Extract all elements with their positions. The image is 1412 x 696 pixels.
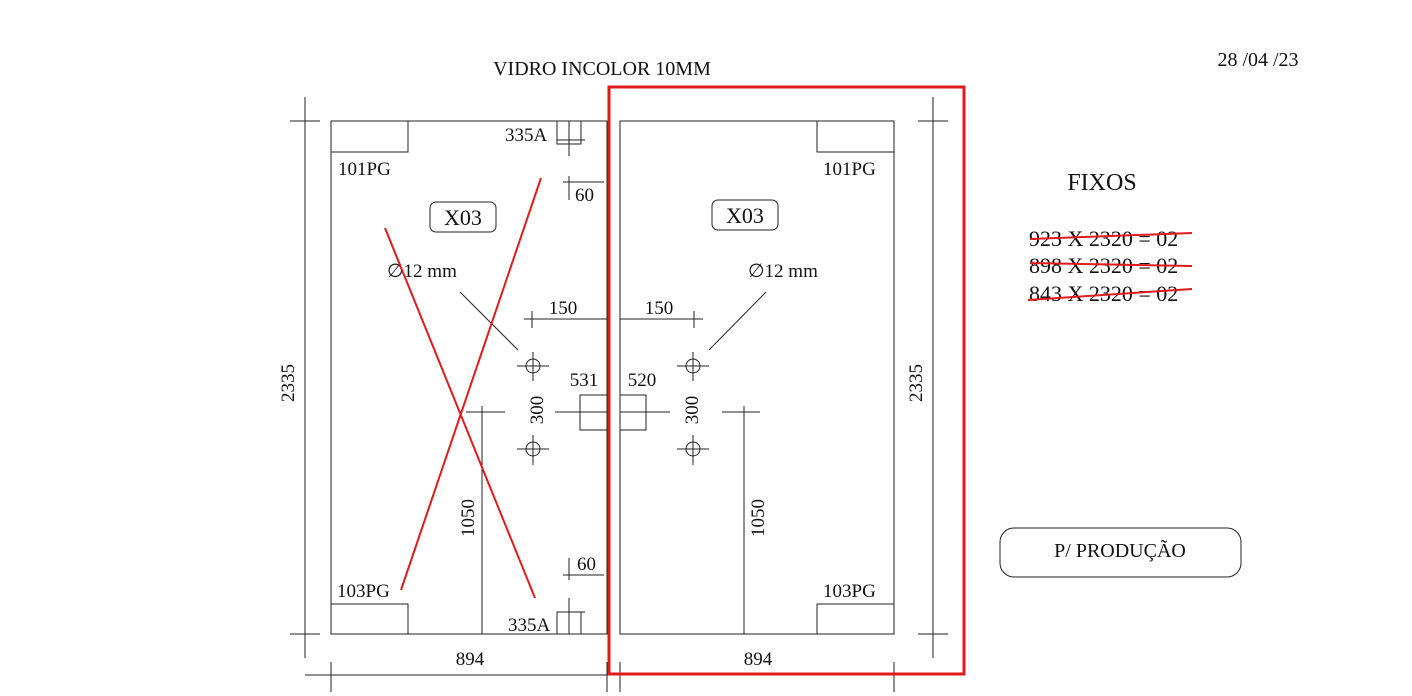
dim-531: 531 [570,370,599,391]
panel-right-outline [619,120,895,635]
hole-label-left: ∅12 mm [387,261,457,282]
dim-520: 520 [628,370,657,391]
label-335a-bottom-left: 335A [508,615,551,636]
label-335a-top-left: 335A [505,125,548,146]
production-stamp: P/ PRODUÇÃO [999,527,1242,578]
highlight-frame [607,85,966,676]
hole-label-right: ∅12 mm [748,261,818,282]
panel-right: 101PG 103PG X03 ∅12 mm 150 300 520 1050 … [607,85,966,692]
dim-1050-right: 1050 [748,499,769,537]
code-right: X03 [726,203,764,228]
lock-right [619,394,647,431]
hole-lower-left [517,435,549,465]
label-103pg-right: 103PG [823,581,876,602]
patch-101pg-left [330,120,409,153]
hole-upper-right [677,352,709,381]
label-101pg-left: 101PG [338,159,391,180]
hole-lower-right [677,435,709,465]
drawing-title: VIDRO INCOLOR 10MM [493,58,711,80]
dim-60-bottom-left: 60 [577,554,596,575]
dim-150-left: 150 [549,298,578,319]
panel-left-outline [330,120,608,635]
dim-300-left: 300 [527,396,548,425]
label-103pg-left: 103PG [337,581,390,602]
dim-894-left: 894 [456,649,485,670]
dim-150-right: 150 [645,298,674,319]
label-101pg-right: 101PG [823,159,876,180]
code-box-left [429,201,497,233]
fixos-list: FIXOS 923 X 2320 = 02 898 X 2320 = 02 84… [1027,170,1193,306]
panel-left: 101PG 103PG 335A 335A 60 60 X03 ∅12 mm 1… [278,97,620,692]
patch-103pg-left [330,603,409,635]
code-box-right [711,199,779,231]
dim-2335-left: 2335 [278,364,299,402]
hole-upper-left [517,352,549,381]
dim-2335-right: 2335 [906,364,927,402]
code-left: X03 [444,205,482,230]
lock-left [579,394,608,431]
dim-60-top-left: 60 [575,185,594,206]
stamp-label: P/ PRODUÇÃO [1054,538,1186,562]
dim-1050-left: 1050 [458,499,479,537]
dim-894-right: 894 [744,649,773,670]
patch-101pg-right [816,120,895,153]
cross-out-mark [384,177,542,599]
fixos-title: FIXOS [1067,170,1136,196]
patch-103pg-right [816,603,895,635]
drawing-date: 28 /04 /23 [1217,49,1298,71]
dim-300-right: 300 [682,396,703,425]
fixos-item-3: 843 X 2320 = 02 [1029,281,1178,306]
